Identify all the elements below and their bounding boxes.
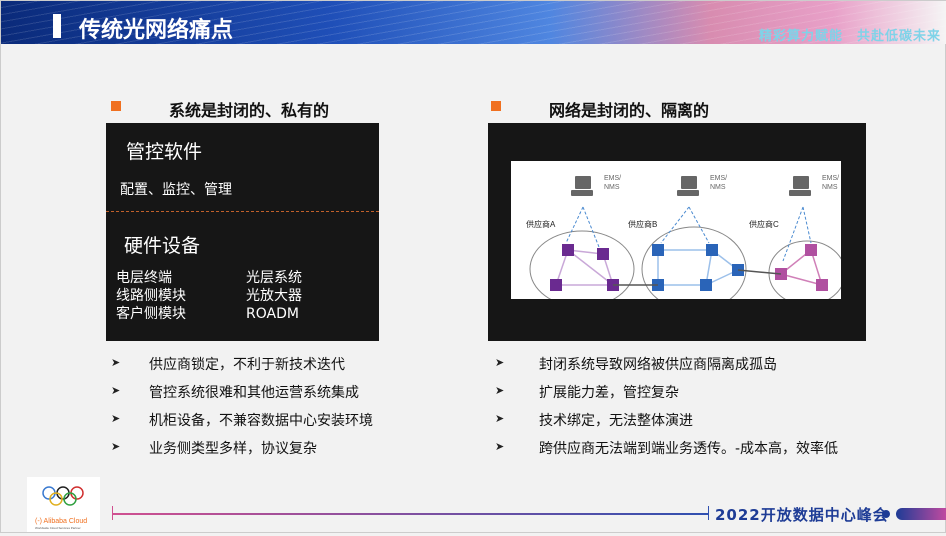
hw-item: 电层终端 [116,270,172,286]
arrow-bullet-icon: ➤ [111,440,121,453]
hw-item: 光放大器 [246,288,302,304]
arrow-bullet-icon: ➤ [495,384,505,397]
vendor-a [529,230,635,308]
bullet-item: 扩展能力差，管控复杂 [539,385,679,401]
arrow-bullet-icon: ➤ [495,440,505,453]
network-panel: EMS/NMS EMS/NMS EMS/NMS 供应商A 供应商B 供应商C [488,123,866,341]
footer-pill [896,508,946,520]
svg-text:(-) Alibaba Cloud: (-) Alibaba Cloud [35,518,87,525]
bullet-item: 供应商锁定，不利于新技术迭代 [149,357,345,373]
header-banner [1,1,946,44]
system-stack-panel: 管控软件 配置、监控、管理 硬件设备 电层终端 线路侧模块 客户侧模块 光层系统… [106,123,379,341]
vendor-label: 供应商C [749,219,779,229]
svg-text:NMS: NMS [710,184,726,191]
left-heading: 系统是封闭的、私有的 [169,101,330,120]
bullet-item: 业务侧类型多样，协议复杂 [149,441,317,457]
bullet-item: 跨供应商无法端到端业务透传。-成本高，效率低 [539,441,839,457]
bullet-item: 封闭系统导致网络被供应商隔离成孤岛 [539,357,777,373]
hw-item: 光层系统 [246,270,302,286]
header-slogan: 精彩算力赋能 共赴低碳未来 [759,29,942,44]
hw-item: 客户侧模块 [116,306,186,322]
alibaba-cloud-logo: (-) Alibaba Cloud Worldwide Cloud Servic… [27,477,100,532]
network-diagram: EMS/NMS EMS/NMS EMS/NMS 供应商A 供应商B 供应商C [511,161,846,312]
svg-text:NMS: NMS [604,184,620,191]
vendor-label: 供应商A [526,219,556,229]
bullet-item: 机柜设备，不兼容数据中心安装环境 [149,413,373,429]
page-title: 传统光网络痛点 [79,18,234,43]
event-name: 2022开放数据中心峰会 [715,506,889,524]
svg-text:NMS: NMS [822,184,838,191]
software-desc: 配置、监控、管理 [120,182,232,198]
arrow-bullet-icon: ➤ [111,412,121,425]
arrow-bullet-icon: ➤ [495,356,505,369]
footer-tick [708,506,709,520]
ems-label: EMS/ [822,175,839,182]
vendor-label: 供应商B [628,219,657,229]
svg-text:Worldwide Cloud Services Partn: Worldwide Cloud Services Partner [35,526,81,530]
divider [106,211,379,212]
bullet-square-icon [111,101,121,111]
hw-item: 线路侧模块 [116,288,186,304]
arrow-bullet-icon: ➤ [495,412,505,425]
bullet-item: 技术绑定，无法整体演进 [539,413,693,429]
software-title: 管控软件 [126,141,203,163]
bullet-item: 管控系统很难和其他运营系统集成 [149,385,359,401]
hardware-title: 硬件设备 [124,235,201,257]
ems-label: EMS/ [604,175,621,182]
right-heading: 网络是封闭的、隔离的 [549,101,710,120]
footer-line [113,513,708,515]
title-accent [53,14,61,38]
footer-dot [882,510,890,518]
computer-icon [571,176,811,196]
footer-tick [112,506,113,520]
bullet-square-icon [491,101,501,111]
hw-item: ROADM [246,306,299,322]
ems-label: EMS/ [710,175,727,182]
vendor-b [641,226,747,312]
vendor-c [768,240,846,306]
arrow-bullet-icon: ➤ [111,356,121,369]
arrow-bullet-icon: ➤ [111,384,121,397]
